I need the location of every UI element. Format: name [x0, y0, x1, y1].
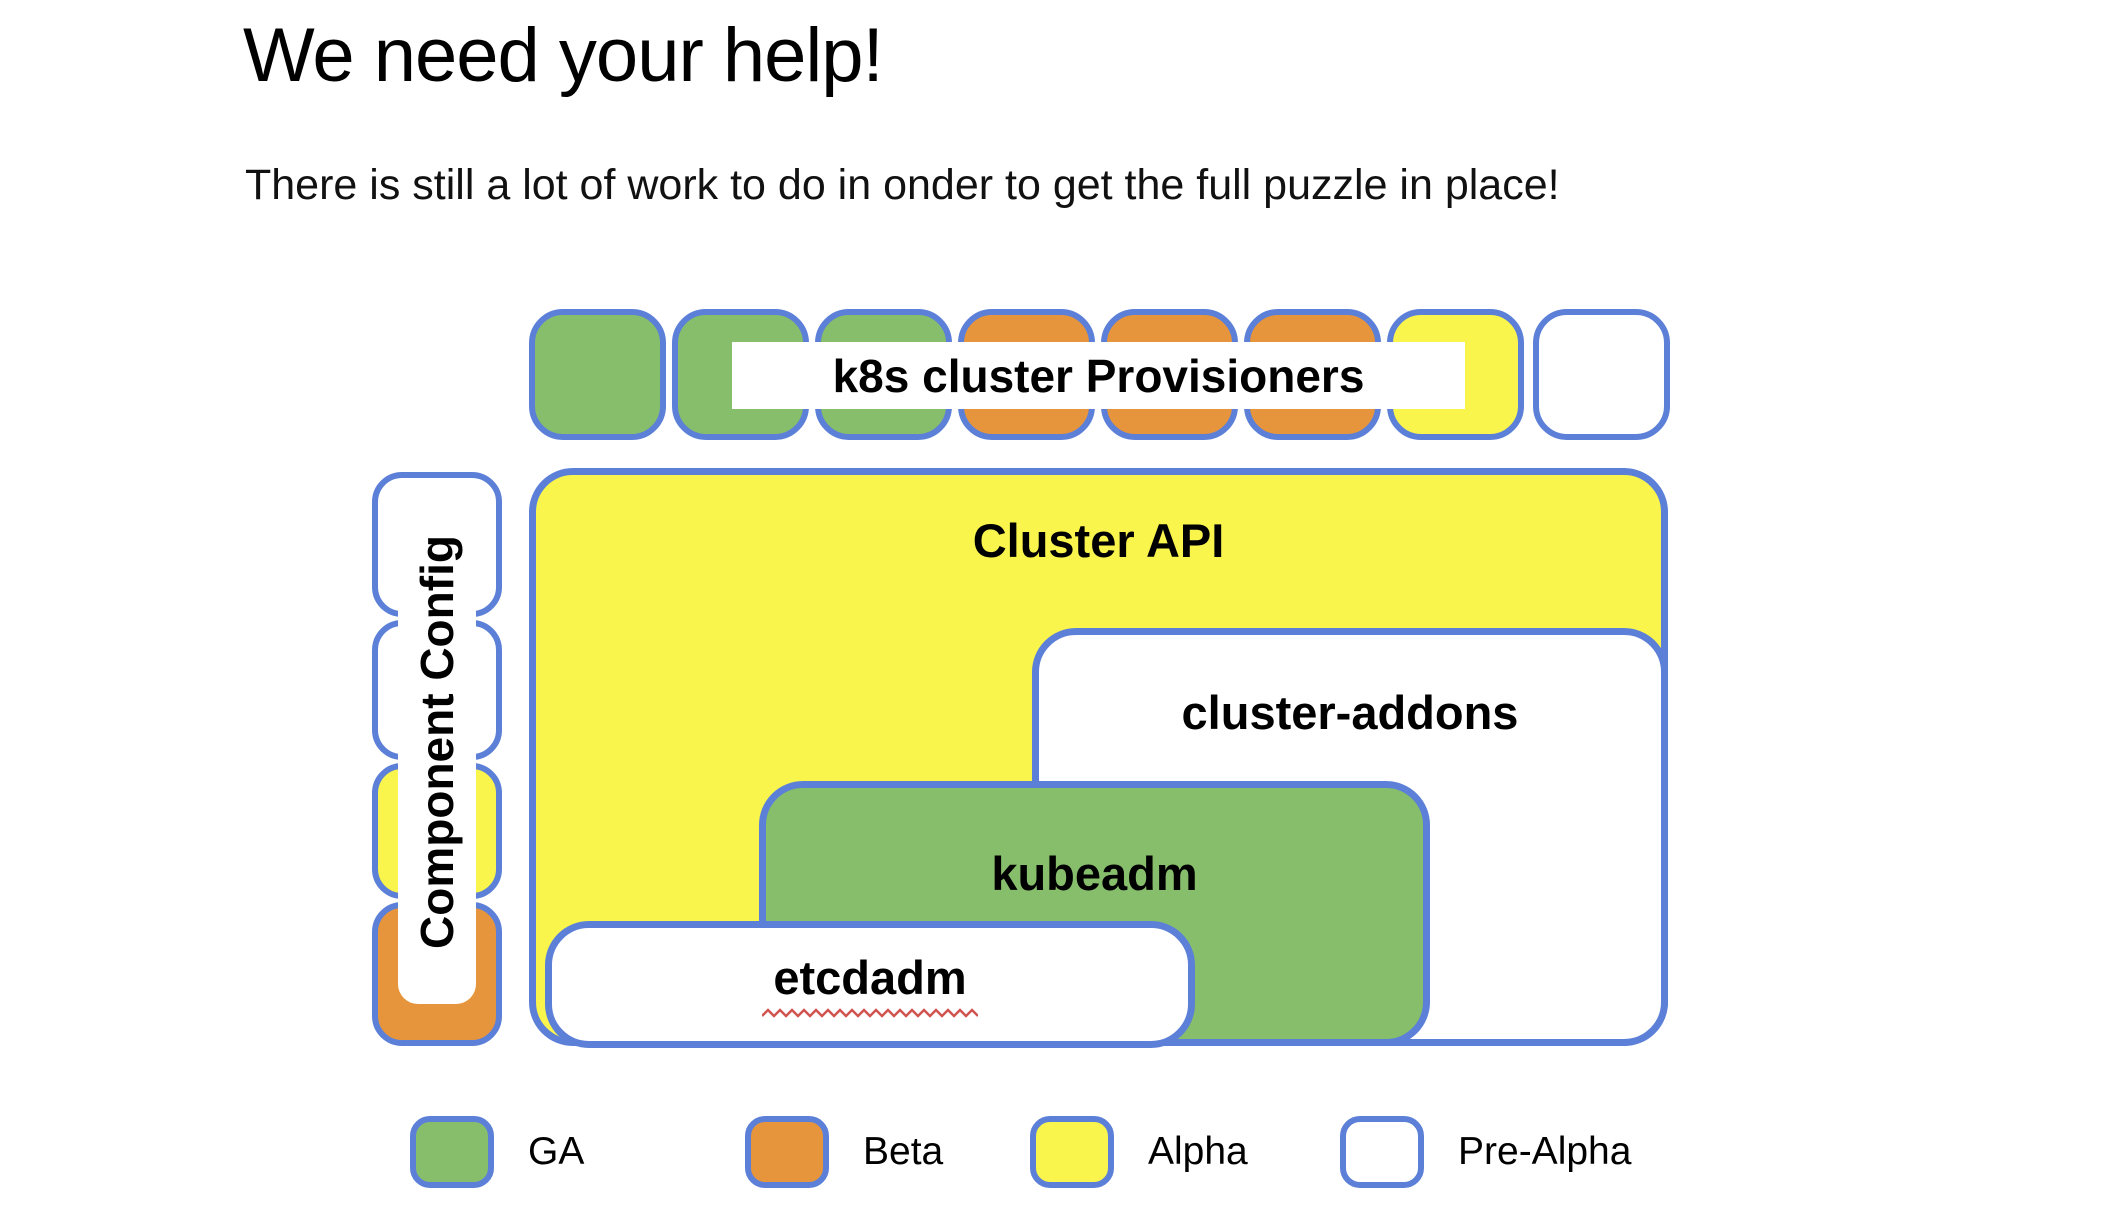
component-config-label-box: Component Config: [398, 480, 476, 1004]
cluster-api-label: Cluster API: [972, 514, 1225, 567]
provisioner-tile: [1533, 309, 1670, 440]
component-config-label: Component Config: [411, 535, 463, 949]
legend-label-pre-alpha: Pre-Alpha: [1458, 1130, 1632, 1173]
kubeadm-label: kubeadm: [991, 847, 1198, 900]
spellcheck-squiggle-icon: [762, 1008, 978, 1018]
legend-swatch-beta: [745, 1116, 829, 1188]
legend-label-beta: Beta: [863, 1130, 944, 1173]
legend-label-alpha: Alpha: [1148, 1130, 1248, 1173]
provisioners-label-band: k8s cluster Provisioners: [732, 342, 1465, 409]
legend-item-ga: GA: [410, 1116, 584, 1188]
provisioner-tile: [529, 309, 666, 440]
etcdadm-box: etcdadm: [545, 921, 1195, 1048]
legend-item-pre-alpha: Pre-Alpha: [1340, 1116, 1631, 1188]
cluster-addons-label: cluster-addons: [1181, 686, 1519, 739]
slide-subtitle: There is still a lot of work to do in on…: [245, 161, 1560, 209]
etcdadm-label: etcdadm: [773, 951, 967, 1004]
provisioners-label: k8s cluster Provisioners: [832, 349, 1365, 402]
legend-swatch-ga: [410, 1116, 494, 1188]
legend-swatch-alpha: [1030, 1116, 1114, 1188]
legend-item-alpha: Alpha: [1030, 1116, 1248, 1188]
slide-title: We need your help!: [243, 13, 884, 98]
legend-swatch-pre-alpha: [1340, 1116, 1424, 1188]
legend-item-beta: Beta: [745, 1116, 943, 1188]
legend-label-ga: GA: [528, 1130, 585, 1173]
